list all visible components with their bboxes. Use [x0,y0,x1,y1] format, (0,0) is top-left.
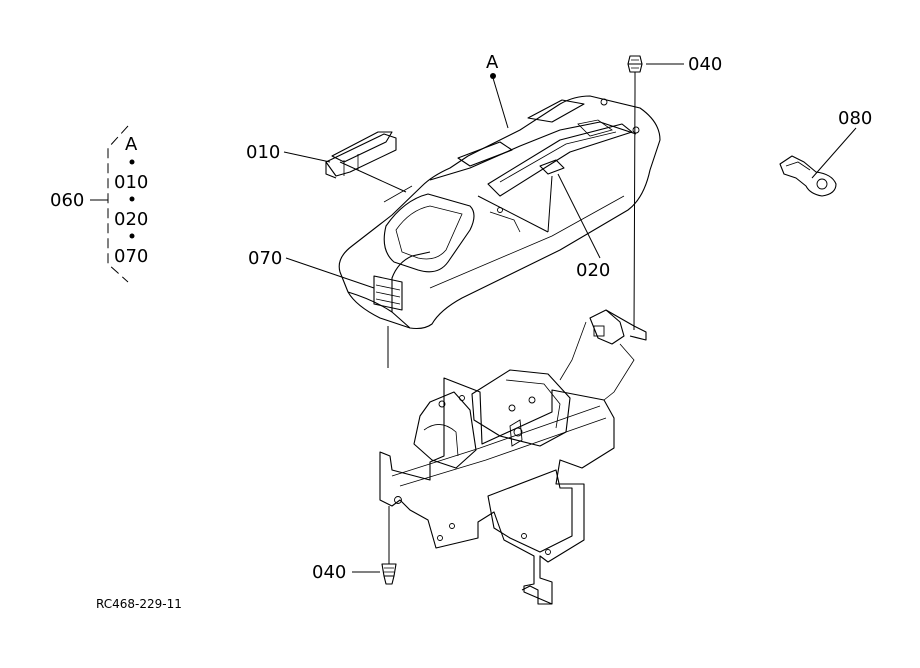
callout-040-bottom: 040 [312,562,346,583]
bolt-040-bottom [381,506,397,585]
lid-part-010 [325,131,397,179]
console-cover [338,95,661,368]
group-060: 060 A 010 020 070 [50,125,148,283]
callout-060: 060 [50,190,84,211]
callout-040-top: 040 [688,54,722,75]
mounting-frame [379,309,647,605]
group-060-item-020: 020 [114,209,148,230]
callout-070: 070 [248,248,282,269]
leader-lines [283,63,857,573]
group-060-item-a: A [125,134,138,155]
group-060-item-070: 070 [114,246,148,267]
reference-dot-a [490,73,496,79]
clamp-part-080 [779,155,837,197]
callout-080: 080 [838,108,872,129]
callout-020: 020 [576,260,610,281]
callout-010: 010 [246,142,280,163]
bolt-040-top [627,55,643,331]
callout-ref-a: A [486,52,499,73]
drawing-code: RC468-229-11 [96,597,182,611]
group-060-item-010: 010 [114,172,148,193]
